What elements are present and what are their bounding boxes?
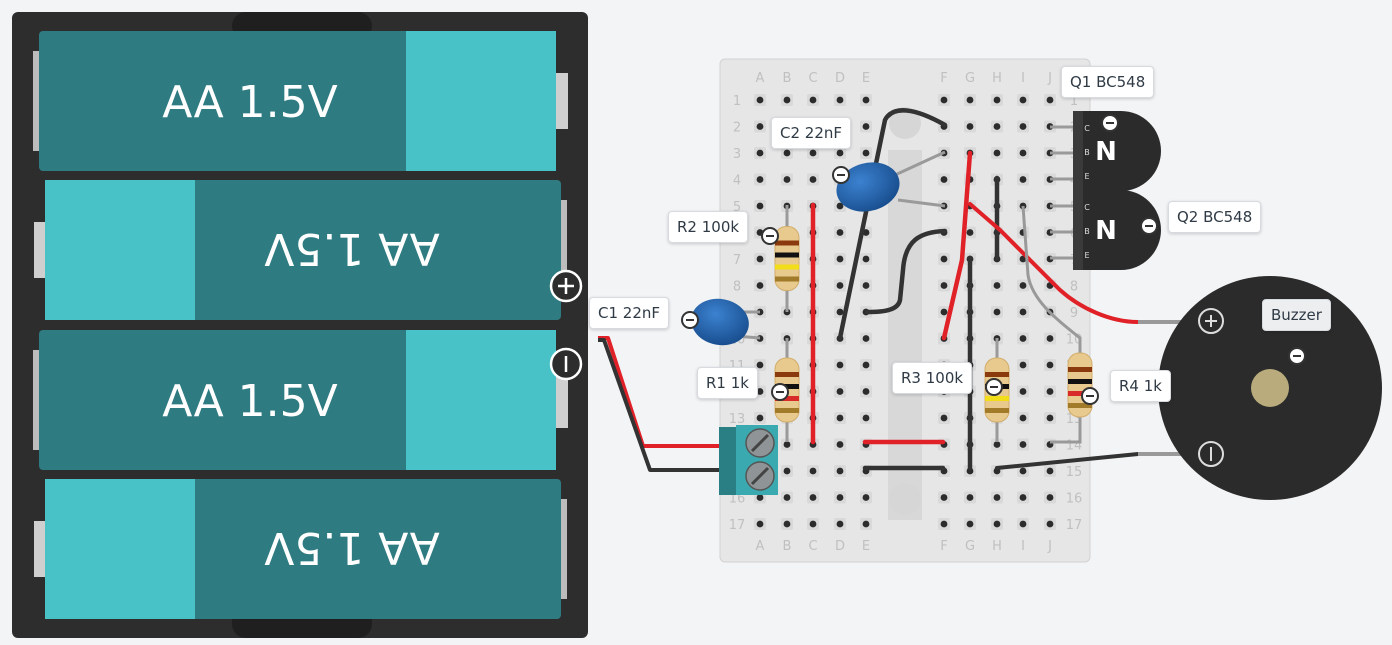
transistor-type-label: N xyxy=(1095,137,1117,167)
battery-holder[interactable]: AA 1.5V AA 1.5V AA 1.5V AA 1.5V xyxy=(12,12,588,638)
column-label: A xyxy=(756,71,765,86)
battery-aa-2[interactable]: AA 1.5V xyxy=(34,180,567,320)
column-label: D xyxy=(835,71,845,86)
row-label: 17 xyxy=(729,518,746,533)
row-label: 15 xyxy=(1066,465,1083,480)
column-label: E xyxy=(862,71,870,86)
wire-gray-q2 xyxy=(1021,205,1082,350)
wire-battery-negative xyxy=(598,338,720,472)
minus-icon[interactable] xyxy=(681,311,699,329)
column-label: I xyxy=(1021,539,1025,554)
battery-aa-1[interactable]: AA 1.5V xyxy=(33,31,568,171)
transistor-type-label: N xyxy=(1095,216,1117,246)
battery-plus-terminal[interactable] xyxy=(549,269,583,303)
minus-icon[interactable] xyxy=(1081,387,1099,405)
column-label: D xyxy=(835,539,845,554)
minus-icon[interactable] xyxy=(1101,114,1119,132)
row-label: 1 xyxy=(1070,94,1078,109)
minus-icon[interactable] xyxy=(832,166,850,184)
column-label: C xyxy=(808,539,817,554)
column-label: E xyxy=(862,539,870,554)
column-label: J xyxy=(1047,71,1052,86)
column-label: F xyxy=(940,539,947,554)
row-label: 1 xyxy=(733,94,741,109)
row-label: 8 xyxy=(1070,280,1078,295)
terminal-block[interactable] xyxy=(719,425,778,495)
battery-label: AA 1.5V xyxy=(264,522,439,573)
buzzer-minus-terminal[interactable] xyxy=(1198,441,1224,467)
wire-black-curve xyxy=(864,228,948,315)
battery-aa-4[interactable]: AA 1.5V xyxy=(34,479,567,619)
label-r3[interactable]: R3 100k xyxy=(892,362,973,394)
column-label: G xyxy=(965,539,975,554)
row-label: 7 xyxy=(733,253,741,268)
capacitor-c1[interactable] xyxy=(687,294,761,349)
label-buzzer[interactable]: Buzzer xyxy=(1262,299,1331,331)
row-label: 9 xyxy=(1070,306,1078,321)
transistor-pin-label: E xyxy=(1084,172,1089,181)
battery-label: AA 1.5V xyxy=(264,223,439,274)
column-label: B xyxy=(783,71,792,86)
transistor-q1[interactable]: NC B E xyxy=(1050,111,1161,191)
resistor-r2[interactable] xyxy=(774,205,800,312)
row-label: 13 xyxy=(729,412,746,427)
label-q1[interactable]: Q1 BC548 xyxy=(1061,66,1155,98)
buzzer[interactable] xyxy=(1158,276,1382,500)
column-label: I xyxy=(1021,71,1025,86)
row-label: 16 xyxy=(1066,492,1083,507)
wire-black-long xyxy=(837,108,948,341)
label-q2[interactable]: Q2 BC548 xyxy=(1168,201,1262,233)
transistor-q2[interactable]: NC B E xyxy=(1050,190,1161,270)
transistor-pin-label: E xyxy=(1084,251,1089,260)
column-label: G xyxy=(965,71,975,86)
transistor-pin-label: B xyxy=(1084,148,1090,157)
row-label: 4 xyxy=(733,174,741,189)
row-label: 8 xyxy=(733,280,741,295)
battery-aa-3[interactable]: AA 1.5V xyxy=(33,330,568,470)
minus-icon[interactable] xyxy=(1140,217,1158,235)
minus-icon[interactable] xyxy=(761,227,779,245)
battery-label: AA 1.5V xyxy=(162,376,337,427)
minus-icon[interactable] xyxy=(985,378,1003,396)
column-label: F xyxy=(940,71,947,86)
column-label: H xyxy=(992,539,1002,554)
wire-red-g xyxy=(941,150,973,341)
capacitor-c2[interactable] xyxy=(831,150,946,218)
column-label: B xyxy=(783,539,792,554)
minus-icon[interactable] xyxy=(771,383,789,401)
label-r4[interactable]: R4 1k xyxy=(1110,370,1171,402)
label-c1[interactable]: C1 22nF xyxy=(589,297,670,329)
minus-icon[interactable] xyxy=(1288,347,1306,365)
row-label: 3 xyxy=(733,147,741,162)
label-r1[interactable]: R1 1k xyxy=(697,367,758,399)
transistor-pin-label: C xyxy=(1084,203,1090,212)
column-label: H xyxy=(992,71,1002,86)
wire-buzzer-positive xyxy=(968,202,1192,324)
column-label: C xyxy=(808,71,817,86)
row-label: 5 xyxy=(733,200,741,215)
buzzer-plus-terminal[interactable] xyxy=(1198,308,1224,334)
transistor-pin-label: B xyxy=(1084,227,1090,236)
column-label: A xyxy=(756,539,765,554)
battery-minus-terminal[interactable] xyxy=(549,347,583,381)
column-label: J xyxy=(1047,539,1052,554)
row-label: 16 xyxy=(729,492,746,507)
row-label: 17 xyxy=(1066,518,1083,533)
label-r2[interactable]: R2 100k xyxy=(668,211,749,243)
row-label: 2 xyxy=(733,121,741,136)
transistor-pin-label: C xyxy=(1084,124,1090,133)
label-c2[interactable]: C2 22nF xyxy=(771,117,852,149)
battery-label: AA 1.5V xyxy=(162,77,337,128)
